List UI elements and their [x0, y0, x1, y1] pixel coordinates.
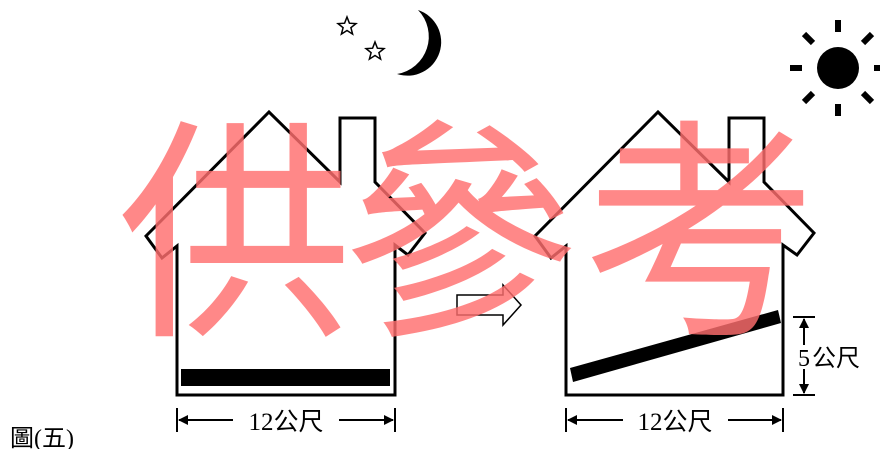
- height-label-number: 5: [798, 346, 810, 372]
- right-house: [533, 109, 816, 397]
- right-sunlit-slanted-bar: [570, 310, 781, 382]
- sun-icon: [790, 20, 880, 116]
- watermark-char: 參: [343, 109, 578, 369]
- height-label-unit: 公尺: [812, 346, 860, 372]
- left-house: [144, 109, 427, 397]
- watermark-char: 考: [583, 109, 818, 369]
- left-width-label: 12公尺: [248, 409, 323, 436]
- right-house-outline: [533, 109, 816, 397]
- watermark-char: 供: [118, 109, 353, 369]
- left-width-dimension: 12公尺: [176, 408, 396, 436]
- right-width-label: 12公尺: [637, 409, 712, 436]
- left-sunlit-floor-bar: [181, 369, 390, 386]
- moon-icon: [397, 10, 442, 76]
- watermark: 供 參 考: [118, 109, 818, 369]
- right-width-dimension: 12公尺: [565, 408, 784, 436]
- right-arrow-icon: [456, 283, 523, 327]
- figure-caption: 圖(五): [10, 426, 74, 449]
- star-icon: [364, 39, 386, 61]
- star-icon: [336, 14, 358, 36]
- height-dimension: 5 公尺: [793, 316, 860, 396]
- left-house-outline: [144, 109, 427, 397]
